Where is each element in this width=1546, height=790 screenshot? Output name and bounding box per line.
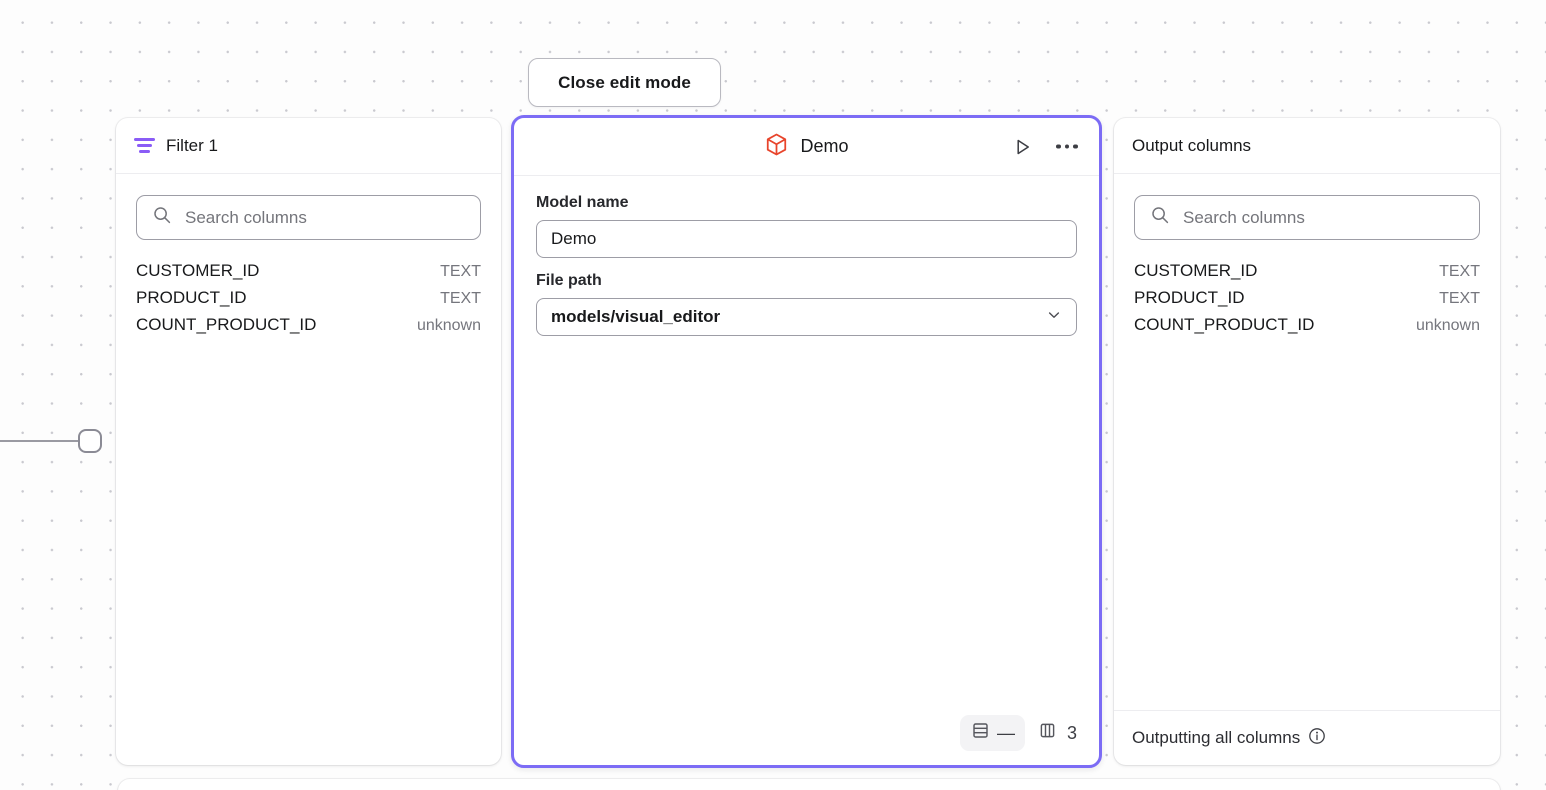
filter-search-box[interactable]	[136, 195, 481, 240]
model-panel-footer: — 3	[514, 715, 1099, 765]
column-name: COUNT_PRODUCT_ID	[1134, 314, 1315, 334]
table-row[interactable]: COUNT_PRODUCT_ID unknown	[136, 311, 481, 338]
file-path-label: File path	[536, 272, 602, 289]
file-path-value: models/visual_editor	[551, 307, 721, 326]
form-spacer	[536, 258, 1077, 272]
output-search-box[interactable]	[1134, 195, 1480, 240]
filter-panel-title: Filter 1	[166, 135, 218, 155]
model-panel-title: Demo	[800, 136, 849, 156]
column-type: TEXT	[440, 289, 481, 307]
close-edit-mode-button[interactable]: Close edit mode	[528, 58, 721, 107]
connector-edge	[0, 440, 82, 442]
column-name: COUNT_PRODUCT_ID	[136, 314, 317, 334]
model-name-input[interactable]	[536, 220, 1077, 258]
info-icon[interactable]	[1308, 727, 1326, 750]
filter-search-wrap	[116, 174, 501, 240]
column-count-value: 3	[1066, 722, 1077, 743]
table-row[interactable]: PRODUCT_ID TEXT	[1134, 284, 1480, 311]
rows-icon	[970, 720, 991, 746]
output-panel-title: Output columns	[1132, 135, 1252, 155]
filter-search-input[interactable]	[185, 207, 465, 228]
output-panel-footer: Outputting all columns	[1114, 710, 1500, 765]
output-panel-spacer	[1114, 338, 1500, 710]
cube-icon	[764, 132, 789, 162]
filter-node-panel[interactable]: Filter 1 CUSTOMER_ID TEXT PRODUCT_ID	[116, 118, 501, 765]
column-type: TEXT	[440, 262, 481, 280]
search-icon	[152, 205, 172, 230]
output-columns-panel[interactable]: Output columns CUSTOMER_ID TEXT PRODUCT_…	[1114, 118, 1500, 765]
play-icon[interactable]	[1008, 132, 1037, 161]
column-type: unknown	[1415, 316, 1480, 334]
bottom-node-panel[interactable]	[118, 779, 1500, 790]
column-type: unknown	[416, 316, 481, 334]
table-row[interactable]: CUSTOMER_ID TEXT	[1134, 257, 1480, 284]
model-name-label: Model name	[536, 194, 629, 211]
output-column-list: CUSTOMER_ID TEXT PRODUCT_ID TEXT COUNT_P…	[1114, 240, 1500, 338]
column-type: TEXT	[1439, 262, 1480, 280]
column-name: PRODUCT_ID	[1134, 287, 1245, 307]
column-name: PRODUCT_ID	[136, 287, 247, 307]
model-node-panel[interactable]: Demo Model name File path models/visual_…	[511, 115, 1102, 768]
table-row[interactable]: PRODUCT_ID TEXT	[136, 284, 481, 311]
output-panel-header: Output columns	[1114, 118, 1500, 174]
search-icon	[1150, 205, 1170, 230]
file-path-select[interactable]: models/visual_editor	[536, 298, 1077, 336]
model-panel-canvas-area	[514, 336, 1099, 715]
row-count-group[interactable]: —	[959, 715, 1025, 751]
column-name: CUSTOMER_ID	[1134, 260, 1258, 280]
model-panel-header: Demo	[514, 118, 1099, 176]
ellipsis-icon[interactable]	[1052, 140, 1082, 153]
filter-icon	[134, 138, 155, 153]
column-count-group[interactable]: 3	[1037, 720, 1083, 746]
output-panel-body: CUSTOMER_ID TEXT PRODUCT_ID TEXT COUNT_P…	[1114, 174, 1500, 765]
column-type: TEXT	[1439, 289, 1480, 307]
connector-handle[interactable]	[78, 429, 102, 453]
output-search-input[interactable]	[1183, 207, 1464, 228]
model-header-actions	[1008, 132, 1082, 161]
chevron-down-icon	[1046, 307, 1062, 328]
model-form: Model name File path models/visual_edito…	[514, 176, 1099, 336]
columns-icon	[1037, 720, 1058, 746]
column-name: CUSTOMER_ID	[136, 260, 260, 280]
filter-column-list: CUSTOMER_ID TEXT PRODUCT_ID TEXT COUNT_P…	[116, 240, 501, 338]
row-count-value: —	[996, 722, 1015, 743]
model-panel-body: Model name File path models/visual_edito…	[514, 176, 1099, 765]
output-search-wrap	[1114, 174, 1500, 240]
filter-panel-body: CUSTOMER_ID TEXT PRODUCT_ID TEXT COUNT_P…	[116, 174, 501, 765]
outputting-status-text: Outputting all columns	[1132, 728, 1301, 747]
table-row[interactable]: COUNT_PRODUCT_ID unknown	[1134, 311, 1480, 338]
table-row[interactable]: CUSTOMER_ID TEXT	[136, 257, 481, 284]
filter-panel-header: Filter 1	[116, 118, 501, 174]
